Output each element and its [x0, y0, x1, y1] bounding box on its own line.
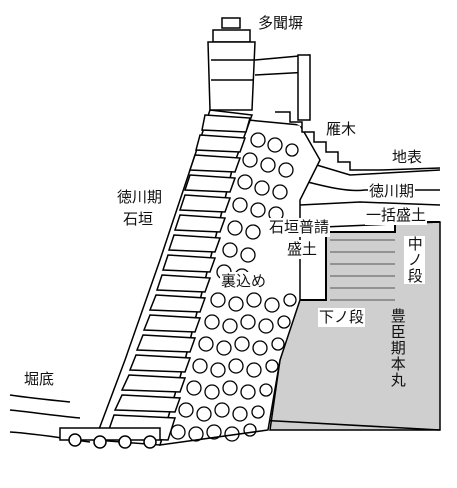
- label-tokugawa-ishigaki-line2: 石垣: [123, 210, 154, 228]
- label-toyotomi-honmaru: 豊臣期本丸: [388, 308, 407, 388]
- label-tokugawa-ishigaki-line1: 徳川期: [117, 188, 163, 206]
- label-tokugawa-ikkatsu-line1: 徳川期: [368, 182, 416, 201]
- label-uragome: 裏込め: [220, 272, 268, 291]
- label-chihyo: 地表: [392, 148, 423, 166]
- label-ishigaki-fushin-line2: 盛土: [286, 240, 319, 259]
- label-naka-no-dan: 中ノ段: [404, 236, 425, 284]
- label-ishigaki-fushin-line1: 石垣普請: [268, 218, 331, 237]
- label-tokugawa-ikkatsu-line2: 一括盛土: [365, 206, 428, 225]
- label-shimo-no-dan: 下ノ段: [318, 308, 366, 327]
- moat-bottom: [9, 394, 161, 449]
- label-horizoko: 堀底: [24, 370, 55, 388]
- label-gangi: 雁木: [326, 120, 357, 138]
- gangi-steps: [275, 111, 441, 171]
- label-tamon-yagura: 多聞塀: [258, 14, 304, 32]
- tamon-yagura: [207, 17, 311, 121]
